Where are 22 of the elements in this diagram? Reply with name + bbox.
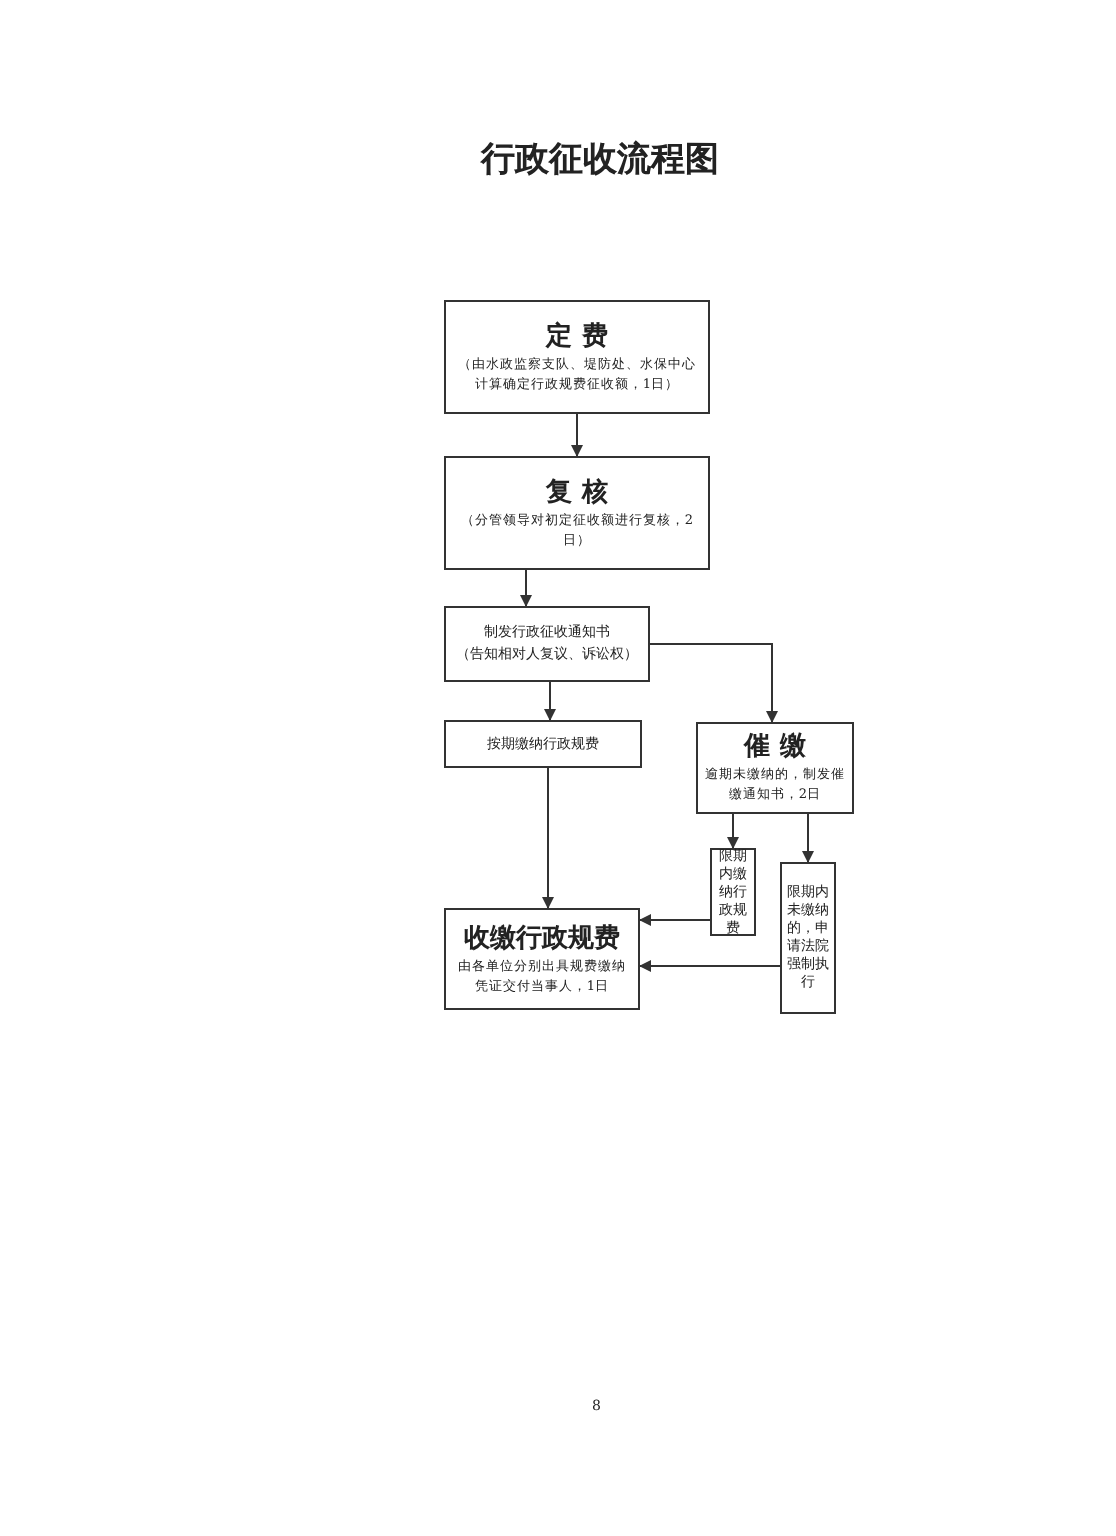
step-heading: 复 核 [546,477,608,509]
process-box [696,722,854,814]
arrow [802,813,814,863]
title: 行政征收流程图 [478,138,721,182]
arrow [520,569,532,607]
arrow [639,960,781,972]
arrow [571,413,583,457]
process-box [444,720,642,768]
step-box [780,862,836,1014]
step-box [710,848,756,936]
arrow [727,813,739,849]
process-box [444,456,710,570]
arrow [649,643,778,723]
step-heading: 定 费 [546,321,608,353]
arrow [542,767,554,909]
step-heading: 催 缴 [744,732,806,764]
process-box [444,908,640,1010]
step-heading: 收缴行政规费 [464,923,620,955]
process-box [444,300,710,414]
arrow [544,681,556,721]
arrow [639,914,711,926]
process-box [444,606,650,682]
